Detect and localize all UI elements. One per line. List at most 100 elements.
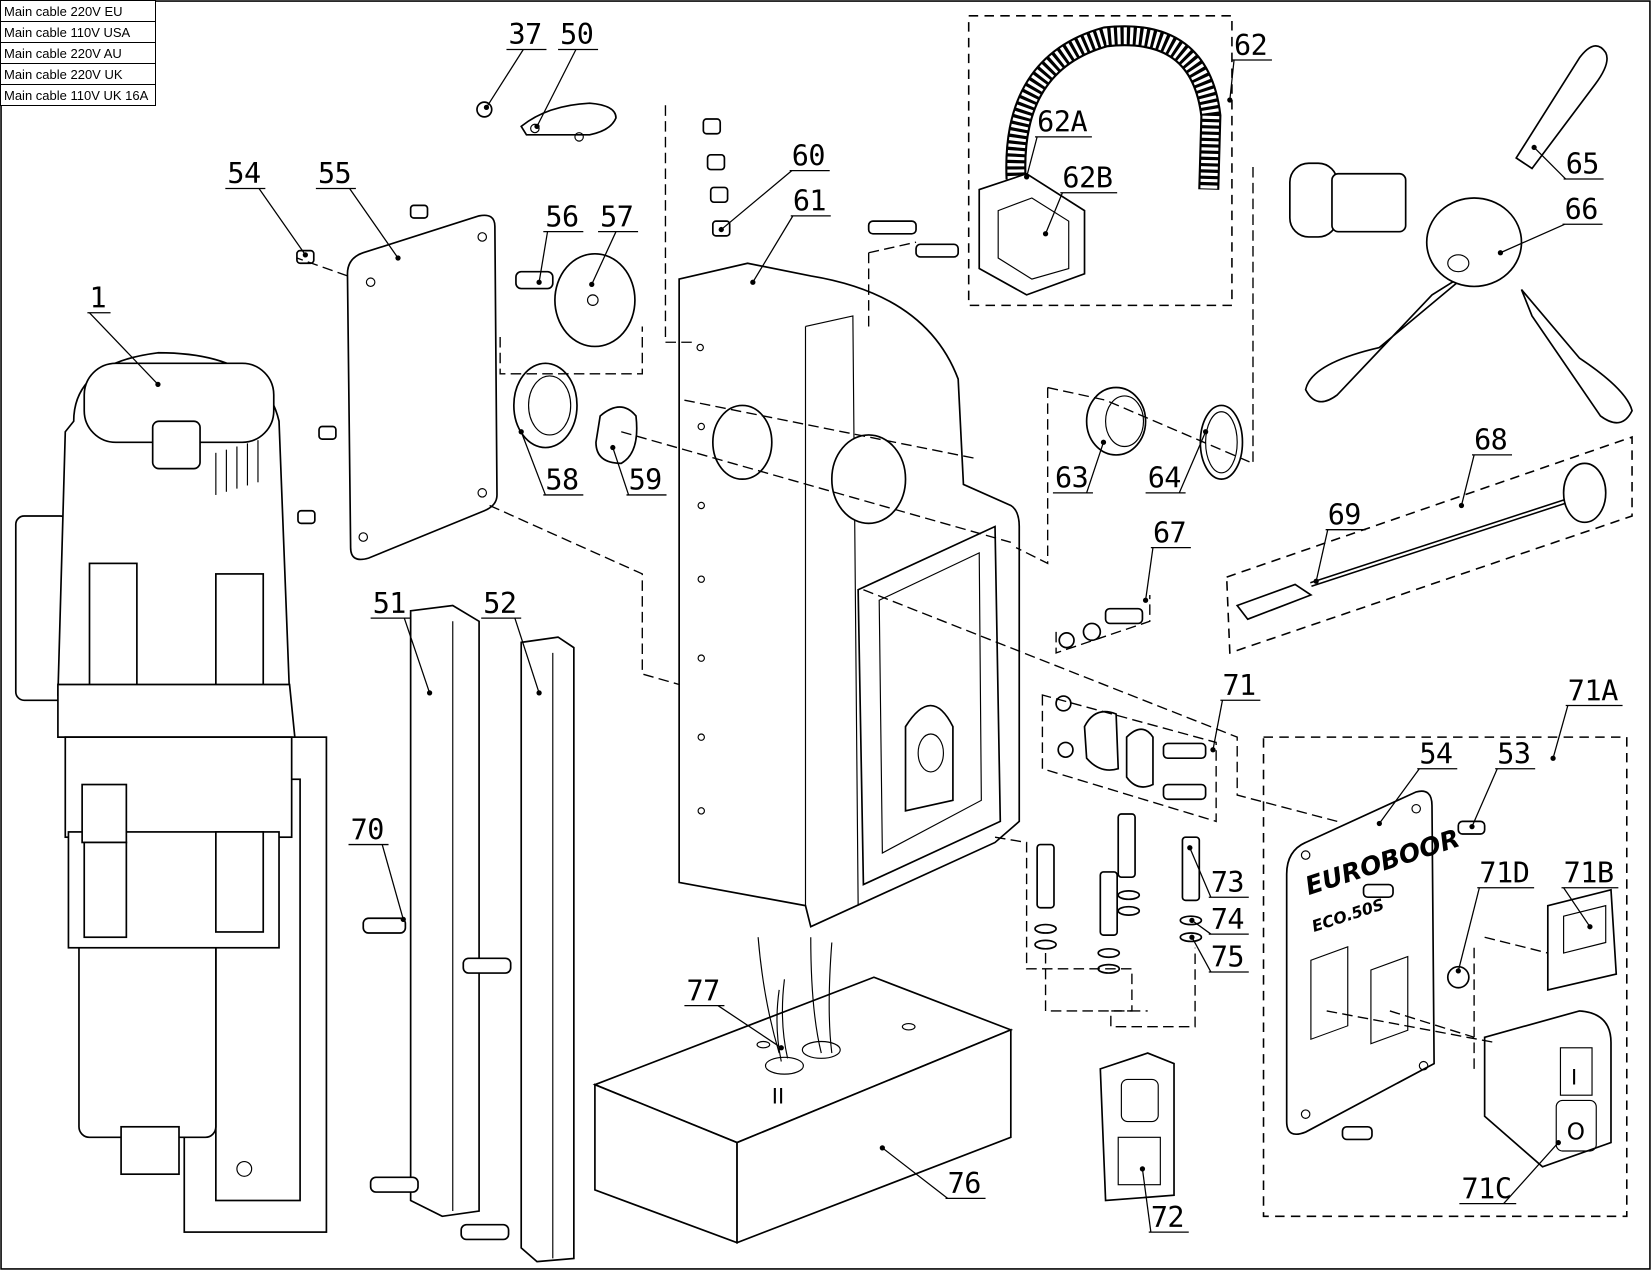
callout-label: 74 — [1211, 903, 1245, 936]
callout-label: 61 — [793, 185, 827, 218]
callout-dot — [1189, 934, 1195, 940]
group-71-box — [1262, 736, 1628, 1218]
callout-leader — [538, 231, 549, 283]
callout-leader — [720, 170, 793, 231]
callout-dot — [1139, 1166, 1146, 1172]
callout-label: 57 — [600, 200, 634, 233]
callout-leader — [612, 447, 630, 496]
callout-leader — [1533, 146, 1567, 180]
part-main-cable — [1235, 462, 1607, 621]
callout-label: 59 — [629, 464, 663, 497]
callout-dot — [1042, 231, 1049, 237]
part-cover-plate — [296, 204, 498, 561]
callout-leader — [1552, 705, 1569, 759]
callout-leader — [520, 431, 547, 496]
callout-label: 55 — [318, 157, 352, 190]
callout-label: 64 — [1148, 462, 1182, 495]
callout-label: 76 — [948, 1167, 982, 1200]
callout-dot — [1189, 917, 1195, 924]
group-62-box — [967, 15, 1233, 307]
callout-label: 77 — [687, 974, 721, 1007]
part-magnet-base: II — [592, 937, 1014, 1244]
callout-dot — [1376, 820, 1382, 827]
callout-label: 50 — [560, 18, 594, 51]
callout-dot — [1469, 824, 1475, 830]
callout-label: 51 — [373, 587, 407, 620]
callout-label: 69 — [1328, 498, 1362, 531]
callout-leader — [1141, 1168, 1152, 1233]
callout-leader — [591, 231, 617, 285]
table-row: Main cable 110V UK 16A — [0, 84, 156, 106]
callout-label: 75 — [1211, 941, 1245, 974]
callout-leader — [381, 844, 404, 920]
callout-dot — [610, 444, 616, 451]
group-68-box — [1225, 435, 1633, 654]
callout-dot — [483, 104, 490, 111]
callout-label: 70 — [351, 813, 385, 846]
callout-leader — [1191, 936, 1212, 973]
callout-dot — [1313, 578, 1319, 584]
callout-dot — [395, 255, 401, 261]
callout-dot — [536, 279, 542, 285]
callout-dot — [1227, 97, 1233, 103]
callout-leader — [1460, 454, 1475, 506]
callout-dot — [1497, 250, 1504, 256]
callout-dot — [534, 123, 540, 130]
callout-label: 58 — [545, 464, 579, 497]
callout-leader — [717, 1005, 782, 1049]
callout-leader — [514, 617, 540, 694]
table-cell: Main cable 220V AU — [0, 42, 156, 64]
callout-leader — [258, 188, 306, 256]
callout-dot — [1555, 1139, 1561, 1146]
callout-label: 67 — [1153, 516, 1187, 549]
callout-leader — [1315, 529, 1329, 582]
callout-leader — [403, 617, 431, 694]
part-main-frame — [678, 262, 1021, 928]
callout-label: 1 — [89, 281, 106, 314]
callout-leader — [1503, 1142, 1559, 1205]
callout-leader — [89, 312, 159, 385]
assembly-lines — [296, 105, 1548, 1075]
callout-leader — [1229, 59, 1235, 101]
callout-label: 54 — [1419, 737, 1453, 770]
callout-dot — [302, 252, 308, 258]
table-row: Main cable 220V UK — [0, 63, 156, 85]
callout-leader — [1563, 887, 1591, 928]
callout-label: 37 — [509, 18, 543, 51]
callout-dot — [1202, 429, 1209, 435]
callout-label: 71B — [1564, 856, 1615, 889]
callout-label: 56 — [545, 200, 579, 233]
callout-label: 63 — [1055, 462, 1089, 495]
callout-dot — [1023, 174, 1030, 180]
callout-dot — [589, 281, 595, 287]
callout-label: 65 — [1566, 148, 1600, 181]
table-row: Main cable 110V USA — [0, 21, 156, 43]
callout-dot — [879, 1145, 885, 1151]
callout-label: 52 — [483, 587, 517, 620]
callout-dot — [1100, 439, 1107, 445]
part-sleeve-ring — [1085, 386, 1244, 480]
callout-dot — [400, 916, 406, 922]
callout-label: 62 — [1234, 29, 1268, 62]
callout-dot — [536, 690, 542, 696]
callout-dot — [426, 690, 433, 696]
callout-leader — [1378, 768, 1420, 824]
part-fasteners — [1034, 607, 1207, 974]
switch-on-mark: I — [1571, 1065, 1577, 1090]
callout-label: 71C — [1461, 1172, 1512, 1205]
table-cell: Main cable 220V UK — [0, 63, 156, 85]
callout-label: 60 — [792, 139, 826, 172]
callout-leader — [1189, 847, 1212, 898]
cable-variants-table: Main cable 220V EU Main cable 110V USA M… — [0, 0, 156, 106]
table-cell: Main cable 220V EU — [0, 0, 156, 22]
callout-label: 62A — [1037, 106, 1088, 139]
callout-leader — [1471, 768, 1498, 827]
callout-leader — [485, 49, 524, 108]
callout-label: 72 — [1151, 1201, 1185, 1234]
callout-dot — [1187, 845, 1193, 851]
callout-dot — [1455, 968, 1461, 974]
base-mark: II — [772, 1084, 784, 1109]
callout-dot — [1458, 502, 1465, 509]
